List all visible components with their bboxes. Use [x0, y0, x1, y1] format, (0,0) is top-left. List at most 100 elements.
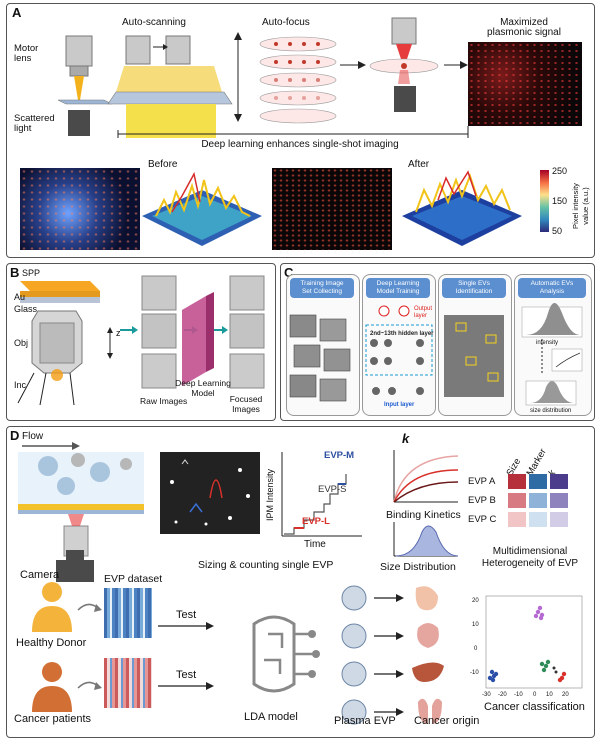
colorbar-tick-50: 50: [552, 226, 563, 236]
liver-icon: [412, 662, 444, 682]
heatmap-cell: [550, 512, 568, 527]
au-label: Au: [14, 292, 26, 302]
heatmap-cell: [529, 493, 547, 508]
dataset-heatmap-healthy: [104, 588, 152, 638]
auto-focus-label: Auto-focus: [262, 17, 310, 28]
before-label: Before: [148, 159, 178, 170]
deep-learning-model-label: Deep Learning Model: [175, 378, 231, 398]
spp-label: SPP: [22, 268, 41, 278]
z-label: z: [116, 328, 121, 338]
cancer-patients-label: Cancer patients: [14, 713, 92, 725]
output-layer-label: Output layer: [414, 306, 433, 319]
evp-s-label: EVP-S: [318, 484, 347, 495]
detector-1: [68, 110, 90, 136]
step-3-box: Single EVs Identification: [442, 278, 506, 298]
focused-images-label: Focused Images: [229, 394, 263, 414]
size-distribution-label: size distribution: [530, 408, 572, 414]
heterogeneity-heatmap: [508, 474, 574, 532]
binding-kinetics-label: Binding Kinetics: [386, 509, 461, 521]
x-tick-minus30: -30: [482, 692, 491, 698]
intensity-label: intensity: [536, 340, 559, 346]
cancer-classification-label: Cancer classification: [484, 701, 585, 713]
evp-dataset-label: EVP dataset: [104, 573, 163, 585]
dataset-heatmap-cancer: [104, 658, 152, 708]
after-label: After: [408, 159, 430, 170]
evp-m-label: EVP-M: [324, 450, 355, 461]
inc-label: Inc: [14, 380, 27, 390]
heatmap-cell: [529, 474, 547, 489]
step-4-label: Automatic EVs Analysis: [530, 280, 574, 295]
heatmap-cell: [508, 512, 526, 527]
glass-label: Glass: [14, 304, 38, 314]
panel-b-flow: [120, 275, 265, 389]
colorbar-tick-150: 150: [552, 196, 568, 206]
motor-lens-label: Motor lens: [14, 43, 39, 64]
scattered-light-label: Scattered light: [14, 113, 55, 134]
binding-kinetics-plot: [393, 450, 459, 503]
colorbar-label: Pixel intensity value (a.u.): [571, 183, 590, 229]
x-tick-minus10: -10: [514, 692, 523, 698]
after-image: [272, 168, 392, 250]
obj-label: Obj: [14, 338, 29, 348]
y-tick-20: 20: [472, 598, 479, 604]
input-layer-label: Input layer: [384, 402, 415, 408]
size-distribution-label: Size Distribution: [380, 561, 456, 573]
time-label: Time: [304, 539, 326, 550]
auto-scanning-label: Auto-scanning: [122, 17, 186, 28]
ipm-intensity-label: IPM Intensity: [265, 468, 276, 522]
lung-icon: [418, 698, 442, 724]
ipm-step-plot: [281, 452, 362, 537]
panel-b-label: B: [10, 265, 20, 280]
after-surface-plot: [402, 170, 522, 246]
step-1-label: Training Image Set Collecting: [300, 280, 344, 295]
heatmap-cell: [508, 474, 526, 489]
donor-figures: [32, 582, 102, 712]
raw-images-label: Raw Images: [140, 396, 188, 406]
panel-c-label: C: [284, 265, 294, 280]
cancer-origin-label: Cancer origin: [414, 715, 480, 727]
step-2-box: Deep Learning Model Training: [366, 278, 430, 298]
maximized-signal-label: Maximized plasmonic signal: [487, 17, 561, 38]
focus-plates: [259, 36, 337, 124]
panel-a-label: A: [12, 5, 22, 20]
panel-c-graphics: [289, 303, 583, 406]
x-tick-minus20: -20: [498, 692, 507, 698]
before-surface-plot: [142, 171, 262, 246]
single-evp-image: [160, 452, 260, 534]
size-distribution-plot: [393, 522, 459, 557]
test-label-1: Test: [176, 609, 197, 621]
lda-model-icon: [252, 615, 320, 693]
cancer-classification-plot: [485, 595, 583, 689]
plasmonic-signal-image: [468, 42, 582, 126]
heatmap-row-b: EVP B: [468, 495, 496, 506]
x-tick-0: 0: [533, 692, 537, 698]
camera-label: Camera: [20, 569, 60, 581]
colorbar-tick-250: 250: [552, 166, 568, 176]
breast-icon: [415, 586, 438, 611]
heatmap-cell: [550, 474, 568, 489]
step-3-label: Single EVs Identification: [455, 280, 493, 295]
flow-label: Flow: [22, 431, 44, 442]
heatmap-row-c: EVP C: [468, 514, 497, 525]
hidden-layer-label: 2nd~13th hidden layer: [370, 331, 434, 337]
k-label: k: [402, 431, 410, 446]
y-tick-0: 0: [474, 646, 478, 652]
y-tick-minus10: -10: [470, 670, 479, 676]
lda-model-label: LDA model: [244, 711, 298, 723]
x-tick-10: 10: [546, 692, 553, 698]
healthy-donor-label: Healthy Donor: [16, 637, 87, 649]
evp-peaks: [170, 459, 250, 526]
sizing-counting-label: Sizing & counting single EVP: [198, 559, 334, 571]
evp-l-label: EVP-L: [302, 516, 330, 527]
step-4-box: Automatic EVs Analysis: [518, 278, 586, 298]
before-fluorescence-image: [20, 168, 140, 250]
bladder-icon: [417, 623, 439, 648]
test-arrows: [158, 622, 214, 690]
objective-lens-diagram: [57, 17, 469, 138]
plasma-evp-label: Plasma EVP: [334, 715, 396, 727]
heterogeneity-label: Multidimensional Heterogeneity of EVP: [481, 546, 579, 569]
test-label-2: Test: [176, 669, 197, 681]
colorbar: [540, 170, 549, 232]
step-1-box: Training Image Set Collecting: [290, 278, 354, 298]
step-2-label: Deep Learning Model Training: [376, 280, 420, 295]
